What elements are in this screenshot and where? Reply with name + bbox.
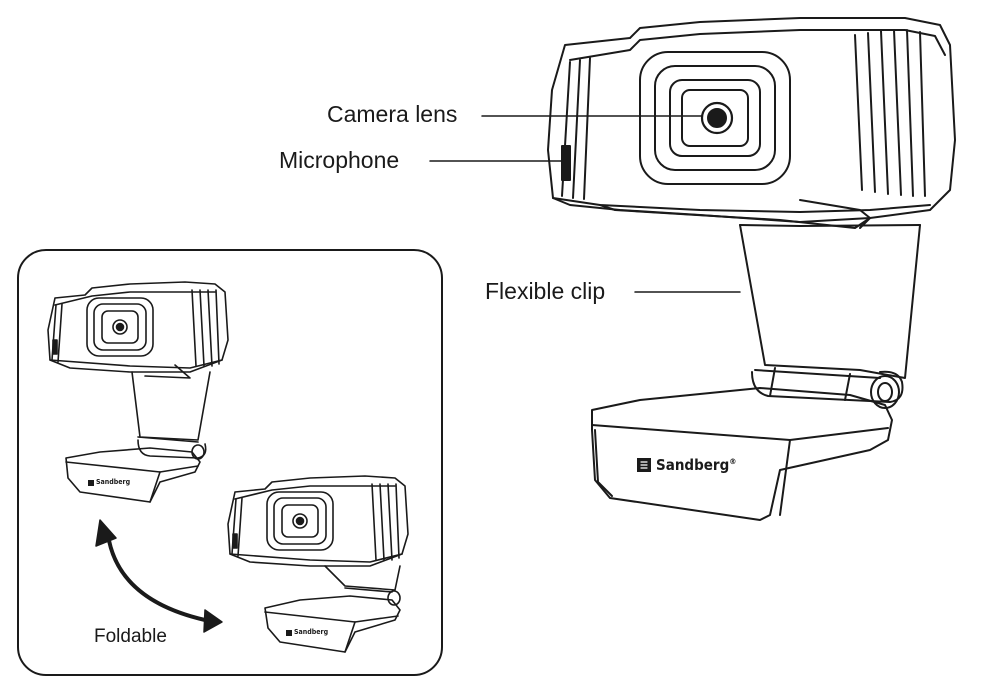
microphone-label: Microphone bbox=[279, 147, 400, 173]
brand-name-small-1: Sandberg bbox=[96, 478, 131, 486]
microphone-slot bbox=[561, 145, 571, 181]
foldable-label: Foldable bbox=[94, 626, 167, 647]
camera-lens-label: Camera lens bbox=[327, 101, 458, 127]
main-webcam bbox=[547, 17, 956, 521]
brand-name-small-2: Sandberg bbox=[294, 628, 329, 636]
small-webcam-upright bbox=[47, 281, 229, 503]
flexible-clip-label: Flexible clip bbox=[485, 278, 606, 304]
brand-registered-mark: ® bbox=[729, 457, 737, 466]
sandberg-logo-icon-small-2 bbox=[286, 630, 292, 636]
small-webcam-folded bbox=[227, 475, 409, 653]
fold-arrow-icon bbox=[95, 519, 223, 633]
inset-frame bbox=[17, 249, 443, 676]
sandberg-logo-icon-small-1 bbox=[88, 480, 94, 486]
brand-wordmark: Sandberg bbox=[656, 456, 730, 474]
brand-name: Sandberg® bbox=[656, 458, 736, 473]
